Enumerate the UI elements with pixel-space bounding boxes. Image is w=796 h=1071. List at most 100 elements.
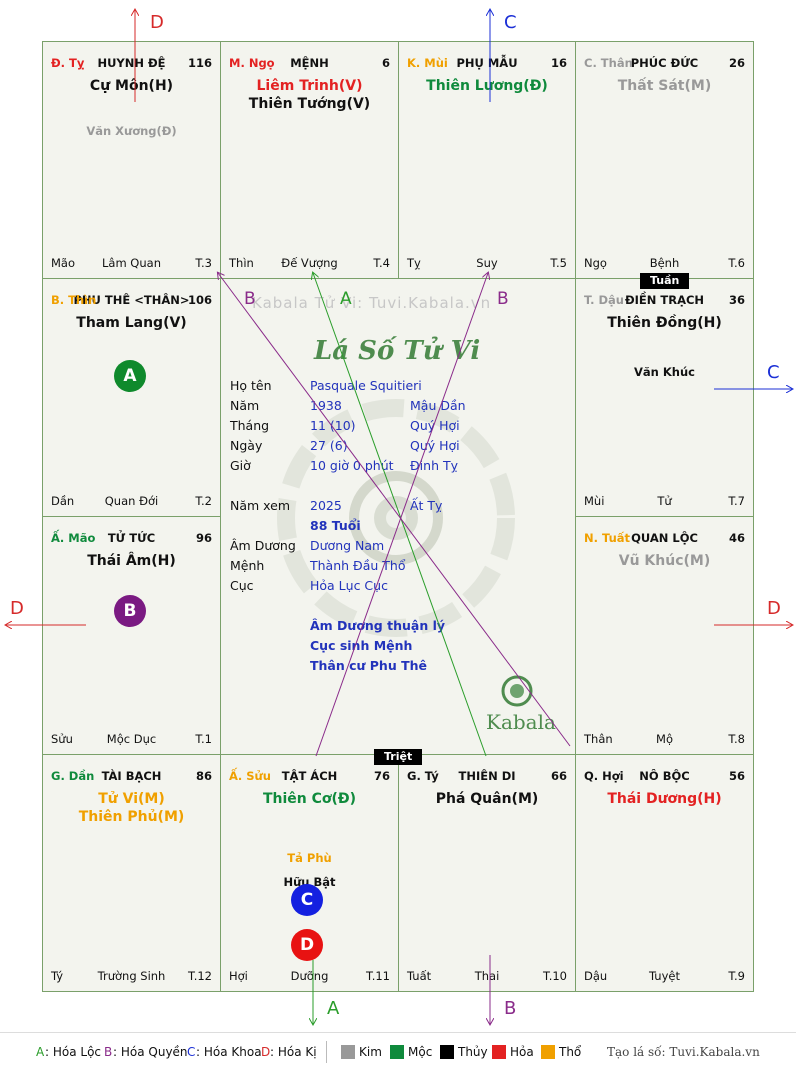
legend-kim: Kim <box>359 1045 382 1059</box>
main-star: Thái Dương(H) <box>607 791 722 807</box>
palace-number: 36 <box>728 293 745 307</box>
palace-cycle: Mộc Dục <box>106 732 157 746</box>
palace-branch-time: Dậu <box>584 969 608 983</box>
palace-index: T.2 <box>195 494 212 508</box>
palace-cycle: Tử <box>657 494 672 508</box>
palace-cycle: Trường Sinh <box>97 969 166 983</box>
palace-name: ĐIỀN TRẠCH <box>624 293 705 307</box>
palace-stem-branch: G. Tý <box>407 769 439 783</box>
palace-footer: Suy Tỵ T.5 <box>407 256 567 270</box>
palace-index: T.9 <box>728 969 745 983</box>
label-b-bottom: B <box>504 998 517 1019</box>
palace-number: 16 <box>550 56 567 70</box>
palace-stem-branch: Ấ. Mão <box>51 531 96 545</box>
palace-name: NÔ BỘC <box>639 769 690 783</box>
label-b-line2: B <box>497 289 509 309</box>
main-star: Thái Âm(H) <box>87 553 176 569</box>
main-star: Cự Môn(H) <box>89 78 174 94</box>
palace-name: PHU THÊ <THÂN> <box>73 293 190 307</box>
palace-footer: Đế Vượng Thìn T.4 <box>229 256 390 270</box>
legend-a-key: A <box>36 1045 45 1059</box>
palace-number: 76 <box>373 769 390 783</box>
main-star: Tham Lang(V) <box>76 315 187 331</box>
palace-branch-time: Ngọ <box>584 256 607 270</box>
palace-stem-branch: Q. Hợi <box>584 769 624 783</box>
legend-divider <box>326 1041 327 1063</box>
center-info: Kabala Tử Vi: Tuvi.Kabala.vn Lá Số Tử Vi… <box>220 278 574 754</box>
label-d-right: D <box>767 598 781 619</box>
palace-number: 46 <box>728 531 745 545</box>
palace-cycle: Thai <box>474 969 500 983</box>
palace-stem-branch: G. Dần <box>51 769 95 783</box>
legend-hoa: Hỏa <box>510 1045 534 1059</box>
palace-stem-branch: Đ. Tỵ <box>51 56 85 70</box>
palace-name: TÀI BẠCH <box>101 769 162 783</box>
swatch-hoa <box>492 1045 506 1059</box>
palace-stem-branch: N. Tuất <box>584 531 631 545</box>
palace-index: T.6 <box>728 256 745 270</box>
tuan-tag: Tuần <box>640 273 690 289</box>
palace-stem-branch: B. Thìn <box>51 293 97 307</box>
palace-stem-branch: K. Mùi <box>407 56 448 70</box>
main-star: Thất Sát(M) <box>617 78 712 94</box>
palace-branch-time: Dần <box>51 494 75 508</box>
minor-star: Văn Xương(Đ) <box>86 124 177 138</box>
legend-c-text: : Hóa Khoa <box>196 1045 262 1059</box>
palace-cycle: Đế Vượng <box>281 256 338 270</box>
swatch-thuy <box>440 1045 454 1059</box>
palace-cycle: Suy <box>476 256 498 270</box>
legend-c-key: C <box>187 1045 196 1059</box>
palace-index: T.5 <box>550 256 567 270</box>
label-c-top: C <box>504 12 517 33</box>
legend-thuy: Thủy <box>458 1045 488 1059</box>
palace-branch-time: Tỵ <box>407 256 421 270</box>
palace-cycle: Dưỡng <box>290 969 329 983</box>
palace-name: QUAN LỘC <box>631 531 698 545</box>
palace-number: 96 <box>195 531 212 545</box>
palace-name: PHÚC ĐỨC <box>630 56 699 70</box>
palace-number: 66 <box>550 769 567 783</box>
palace-branch-time: Mùi <box>584 494 605 508</box>
palace-index: T.4 <box>373 256 390 270</box>
palace-stem-branch: T. Dậu <box>584 293 624 307</box>
palace-stem-branch: M. Ngọ <box>229 56 275 70</box>
palace-number: 26 <box>728 56 745 70</box>
palace-branch-time: Tuất <box>407 969 432 983</box>
palace-name: TỬ TỨC <box>107 531 156 545</box>
main-star: Tử Vi(M) <box>98 791 165 807</box>
palace-branch-time: Hợi <box>229 969 248 983</box>
minor-star: Tả Phù <box>287 851 332 865</box>
palace-name: MỆNH <box>290 56 329 70</box>
label-d-left: D <box>10 598 24 619</box>
palace-name: HUYNH ĐỆ <box>97 56 166 70</box>
legend-site-link[interactable]: Tạo lá số: Tuvi.Kabala.vn <box>607 1045 760 1059</box>
legend-bar: A : Hóa Lộc B : Hóa Quyền C : Hóa Khoa D… <box>0 1032 796 1071</box>
main-star: Thiên Đồng(H) <box>607 315 722 331</box>
palace-index: T.12 <box>188 969 212 983</box>
palace-branch-time: Thìn <box>229 256 254 270</box>
